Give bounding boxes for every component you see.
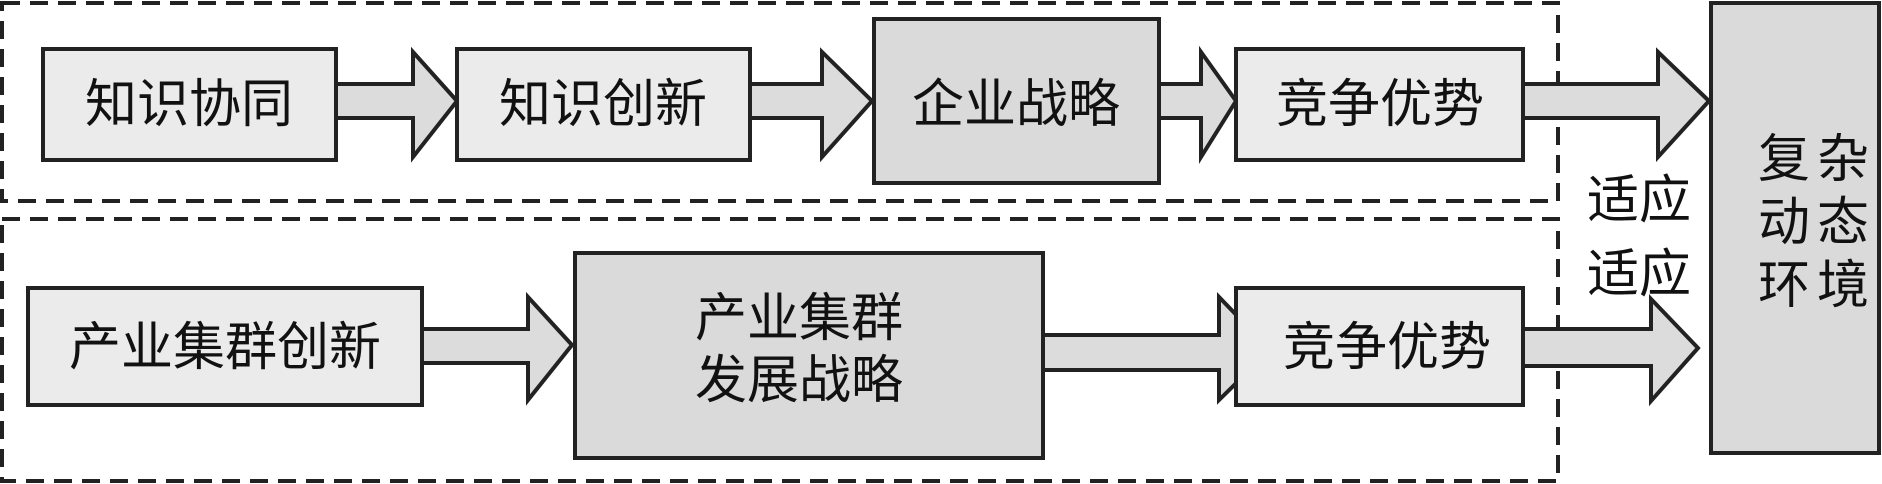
box-label: 知识创新 xyxy=(499,75,707,135)
box-competitive-advantage-bottom: 竞争优势 xyxy=(1234,286,1525,407)
env-char: 境 xyxy=(1817,256,1869,316)
box-label: 产业集群创新 xyxy=(69,318,381,378)
arrow-synergy-to-innovation xyxy=(334,46,460,163)
env-char: 态 xyxy=(1817,193,1869,253)
adapt-label-top: 适应 xyxy=(1587,171,1691,231)
box-cluster-innovation: 产业集群创新 xyxy=(26,286,424,407)
box-complex-dynamic-environment: 复 动 环 杂 态 境 xyxy=(1709,1,1881,455)
box-knowledge-synergy: 知识协同 xyxy=(41,47,338,162)
box-cluster-development-strategy: 产业集群 发展战略 xyxy=(573,251,1045,460)
arrow-advantage-to-environment xyxy=(1521,47,1712,163)
arrow-cluster-advantage-to-environment xyxy=(1521,294,1701,407)
box-label: 知识协同 xyxy=(85,75,293,135)
arrow-cluster-innovation-to-strategy xyxy=(420,291,575,406)
box-knowledge-innovation: 知识创新 xyxy=(455,47,752,162)
box-label-line1: 产业集群 xyxy=(695,289,903,349)
box-label: 竞争优势 xyxy=(1276,75,1484,135)
box-label-line2: 发展战略 xyxy=(695,351,903,411)
box-competitive-advantage-top: 竞争优势 xyxy=(1234,47,1525,162)
box-label: 竞争优势 xyxy=(1283,318,1491,378)
arrow-strategy-to-advantage xyxy=(1157,45,1239,164)
env-char: 动 xyxy=(1758,193,1810,253)
env-char: 复 xyxy=(1758,130,1810,190)
box-label: 企业战略 xyxy=(912,75,1120,135)
arrow-innovation-to-strategy xyxy=(748,47,875,163)
box-enterprise-strategy: 企业战略 xyxy=(872,17,1161,185)
adapt-label-bottom: 适应 xyxy=(1587,245,1691,305)
env-char: 环 xyxy=(1758,256,1810,316)
env-char: 杂 xyxy=(1817,130,1869,190)
